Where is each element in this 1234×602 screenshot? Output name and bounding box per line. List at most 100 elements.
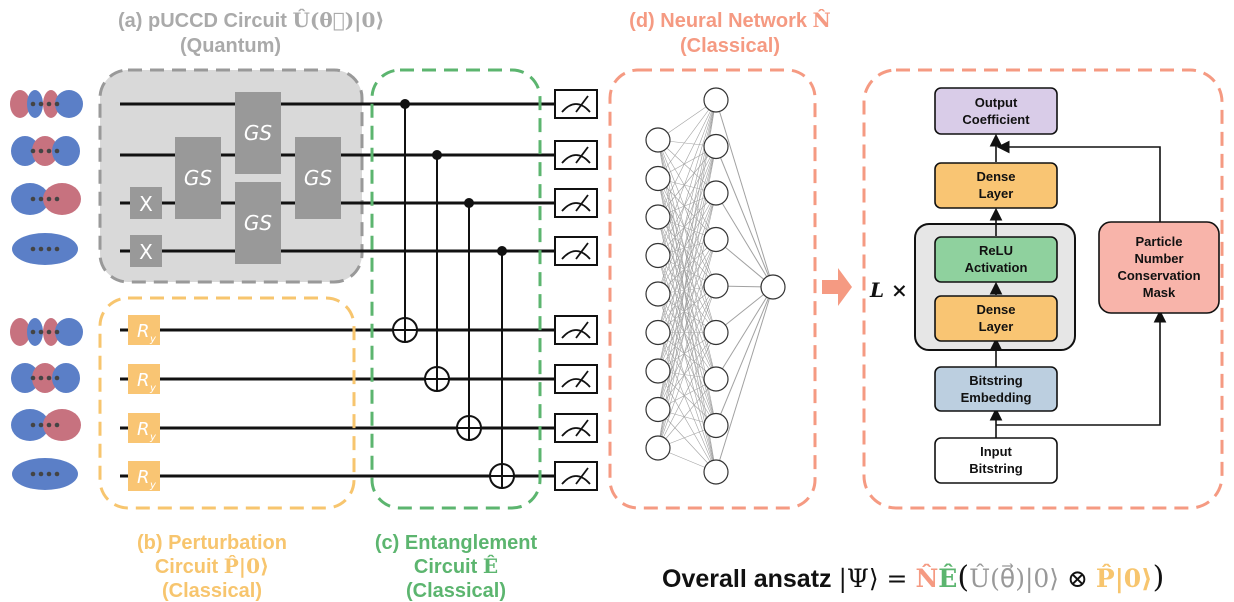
orbital-icon (11, 363, 80, 393)
cnot-gates (392, 99, 515, 489)
orbital-icon (12, 458, 78, 490)
orbital-icon (10, 90, 83, 118)
repeat-label: L × (869, 278, 908, 302)
neuron-node (645, 242, 671, 269)
mask-label-3: Conservation (1117, 268, 1200, 283)
measurement-meter (554, 140, 598, 170)
gs-gate (235, 92, 281, 174)
svg-text:y: y (149, 480, 157, 491)
orbital-icon (11, 136, 80, 166)
input-label-2: Bitstring (969, 461, 1023, 476)
measurement-meter (554, 315, 598, 345)
mask-label-1: Particle (1136, 234, 1183, 249)
neuron-node (703, 273, 729, 299)
overall-ansatz-equation: Overall ansatz |Ψ⟩ = N̂Ê(Û(θ⃗)|0⟩ ⊗ P̂|0… (662, 560, 1164, 595)
neuron-node (703, 87, 729, 113)
dense-layer-block-inner (934, 295, 1058, 342)
neuron-node (645, 281, 671, 307)
panel-b-label: (b) Perturbation (137, 532, 287, 554)
svg-text:R: R (137, 370, 150, 391)
mask-label-2: Number (1134, 251, 1183, 266)
x-gate (130, 187, 162, 219)
svg-text:y: y (149, 383, 157, 394)
panel-a-title: (a) pUCCD Circuit Û(θ⃗)|0⟩ (118, 7, 385, 32)
relu-label-2: Activation (965, 260, 1028, 275)
x-gate (130, 235, 162, 267)
svg-text:R: R (137, 419, 150, 440)
transition-arrow (822, 268, 852, 306)
panel-c-label: (c) Entanglement (375, 532, 538, 554)
neuron-node (703, 459, 729, 485)
neuron-node (645, 435, 671, 461)
output-label-2: Coefficient (962, 112, 1030, 127)
orbital-icon (11, 409, 81, 441)
input-label-1: Input (980, 444, 1012, 459)
gs-gate-label: GS (304, 166, 332, 190)
panel-c-label-3: (Classical) (406, 580, 506, 602)
svg-text:y: y (149, 334, 157, 345)
panel-d-title: (d) Neural Network N̂ (629, 8, 831, 32)
neuron-node (645, 396, 671, 423)
neuron-node (645, 204, 671, 230)
measurement-meter (554, 188, 598, 218)
measurement-meter (554, 89, 598, 119)
dense-inner-label-1: Dense (976, 302, 1015, 317)
svg-text:R: R (137, 321, 150, 342)
gs-gate-label: GS (244, 121, 272, 145)
svg-text:R: R (137, 467, 150, 488)
puccd-circuit-box (98, 68, 364, 284)
dense-top-label-1: Dense (976, 169, 1015, 184)
orbital-icon (12, 233, 78, 265)
architecture-box (862, 68, 1224, 510)
dense-layer-block-top (934, 162, 1058, 209)
x-gate-label: X (139, 240, 153, 264)
neuron-node (703, 319, 729, 346)
gs-gate (175, 137, 221, 219)
panel-d-subtitle: (Classical) (680, 35, 780, 57)
neuron-node (703, 366, 729, 392)
measurement-meter (554, 364, 598, 394)
neuron-node (703, 180, 729, 206)
orbital-icon (11, 183, 81, 215)
measurement-meters (554, 89, 598, 491)
svg-text:y: y (149, 432, 157, 443)
neuron-node (703, 226, 729, 253)
panel-b-label-2: Circuit P̂|0⟩ (155, 554, 269, 578)
bitstring-embedding-block (934, 366, 1058, 412)
orbital-icon (10, 318, 83, 346)
perturbation-circuit-box (98, 296, 356, 510)
neuron-node (645, 165, 671, 192)
neuron-node (645, 127, 671, 153)
relu-label-1: ReLU (979, 243, 1013, 258)
dense-top-label-2: Layer (979, 186, 1014, 201)
gs-gate (295, 137, 341, 219)
input-bitstring-block (934, 437, 1058, 484)
panel-b-label-3: (Classical) (162, 580, 262, 602)
cnot-gate (424, 150, 450, 392)
cnot-gate (392, 99, 418, 343)
orbital-icons (10, 90, 83, 490)
measurement-meter (554, 461, 598, 491)
neural-network-graph (645, 87, 786, 485)
relu-activation-block (934, 236, 1058, 283)
neuron-node (703, 412, 729, 439)
neural-network-box (608, 68, 817, 510)
measurement-meter (554, 413, 598, 443)
entanglement-circuit-box (370, 68, 542, 510)
panel-c-label-2: Circuit Ê (414, 554, 498, 578)
embed-label-2: Embedding (961, 390, 1032, 405)
output-coefficient-block (934, 87, 1058, 135)
cnot-gate (456, 198, 482, 441)
x-gate-label: X (139, 192, 153, 216)
neuron-node (703, 133, 729, 160)
neuron-node (760, 274, 786, 300)
panel-a-subtitle: (Quantum) (180, 35, 281, 57)
gs-gate (235, 182, 281, 264)
embed-label-1: Bitstring (969, 373, 1023, 388)
